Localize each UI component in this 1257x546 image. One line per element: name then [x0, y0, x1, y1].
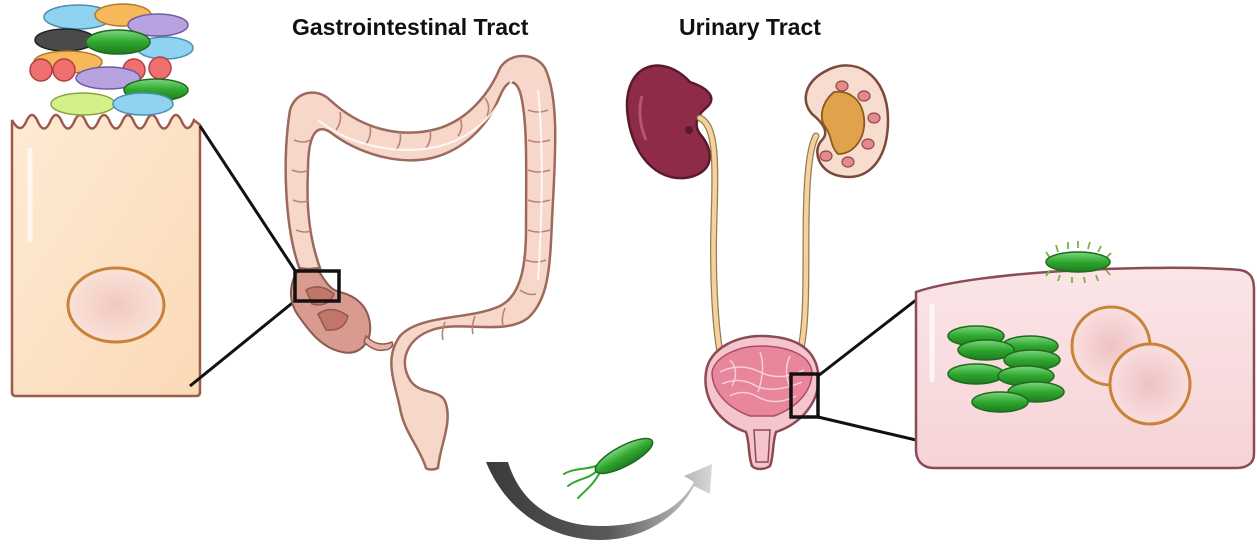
left-kidney — [627, 66, 711, 179]
ureters — [700, 118, 816, 352]
bladder-epithelial-cell — [916, 241, 1254, 468]
right-kidney — [806, 65, 888, 177]
nucleus — [68, 268, 164, 342]
intestinal-epithelial-cell — [12, 115, 200, 396]
microbiota-cluster-icon — [30, 4, 193, 115]
large-intestine — [286, 56, 556, 470]
uropathogenic-bacterium-icon — [564, 432, 657, 498]
zoom-lines-urinary — [818, 300, 916, 440]
nucleus — [1110, 344, 1190, 424]
zoom-lines-gi — [190, 126, 296, 386]
urinary-bladder — [705, 336, 818, 469]
